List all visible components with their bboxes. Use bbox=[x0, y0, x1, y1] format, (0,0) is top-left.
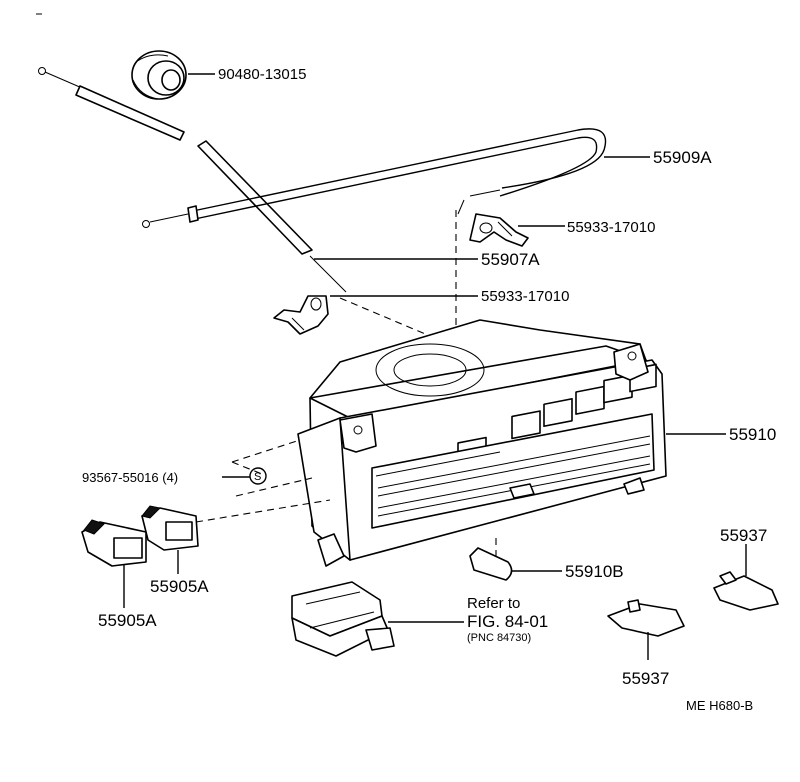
grommet-label: 90480-13015 bbox=[218, 66, 306, 83]
bracket-lower-part bbox=[607, 599, 685, 637]
screw-guide-1 bbox=[231, 439, 301, 463]
knob-upper-part bbox=[141, 505, 199, 551]
control-assy-label: 55910 bbox=[729, 425, 776, 444]
bulb-part bbox=[469, 538, 513, 581]
cable-55907a-label: 55907A bbox=[481, 250, 540, 269]
screw-guide-3 bbox=[235, 477, 313, 497]
heater-control-assembly bbox=[297, 319, 667, 567]
refer-line1: Refer to bbox=[467, 595, 520, 612]
refer-line2: FIG. 84-01 bbox=[467, 612, 548, 631]
bracket-upper-part bbox=[713, 571, 779, 611]
bracket-lower-label: 55937 bbox=[622, 669, 669, 688]
blower-switch-part bbox=[291, 581, 395, 657]
cable-55909a-label: 55909A bbox=[653, 148, 712, 167]
knob-guide bbox=[195, 499, 331, 523]
drawing-code: ME H680-B bbox=[686, 698, 753, 713]
screw-label: 93567-55016 (4) bbox=[82, 470, 178, 485]
cable-55909a bbox=[38, 67, 607, 293]
knob-upper-label: 55905A bbox=[150, 577, 209, 596]
clamp-lower-label: 55933-17010 bbox=[481, 288, 569, 305]
clamp-upper-label: 55933-17010 bbox=[567, 219, 655, 236]
bulb-label: 55910B bbox=[565, 562, 624, 581]
clamp-lower-part bbox=[273, 295, 329, 335]
guide-line-lower bbox=[339, 297, 431, 337]
screw-symbol-circle bbox=[249, 467, 267, 485]
refer-line3: (PNC 84730) bbox=[467, 632, 531, 644]
clamp-upper-part bbox=[469, 213, 529, 247]
screw-symbol: S bbox=[254, 471, 261, 483]
knob-lower-label: 55905A bbox=[98, 611, 157, 630]
bracket-upper-label: 55937 bbox=[720, 526, 767, 545]
knob-lower-part bbox=[81, 519, 147, 567]
screw-guide-2 bbox=[231, 461, 263, 475]
grommet-part bbox=[131, 50, 187, 100]
